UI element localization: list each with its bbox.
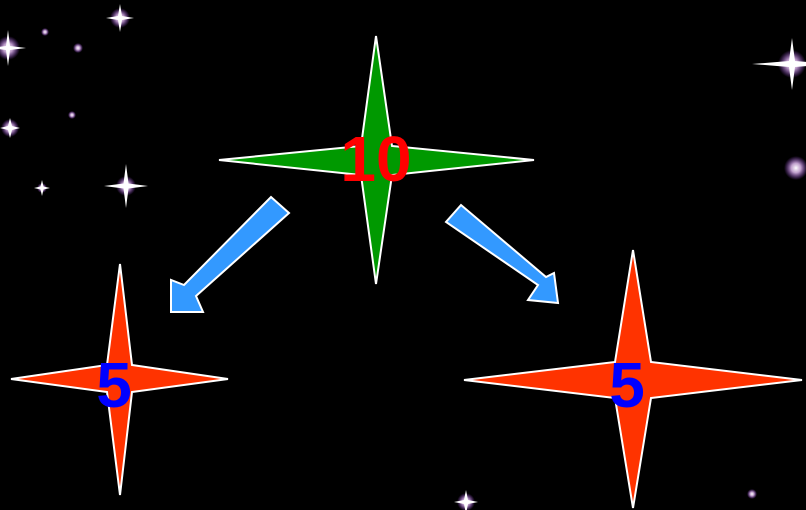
right-star-label: 5 — [609, 349, 645, 421]
arrow-to-right-star — [444, 203, 560, 305]
sparkle-icon — [784, 156, 806, 180]
sparkle-icon — [454, 490, 478, 510]
arrow-to-left-star — [170, 195, 291, 313]
sparkle-icon — [104, 164, 148, 208]
sparkle-icon — [41, 28, 49, 36]
arrow-down-right-icon — [444, 203, 560, 305]
four-point-star-icon — [10, 263, 229, 496]
four-point-star-icon — [218, 35, 535, 285]
sparkle-icon — [106, 4, 134, 32]
background-sparkles — [0, 4, 806, 510]
top-star-label: 10 — [340, 123, 411, 195]
left-star-label: 5 — [96, 349, 132, 421]
left-star: 5 — [10, 263, 229, 496]
sparkle-icon — [0, 118, 20, 138]
top-star: 10 — [218, 35, 535, 285]
sparkle-icon — [73, 43, 83, 53]
sparkle-icon — [752, 38, 806, 90]
sparkle-icon — [68, 111, 76, 119]
arrow-down-left-icon — [170, 195, 291, 313]
right-star: 5 — [463, 249, 803, 509]
sparkle-icon — [747, 489, 757, 499]
sparkle-icon — [0, 30, 26, 66]
sparkle-icon — [34, 180, 50, 196]
four-point-star-icon — [463, 249, 803, 509]
